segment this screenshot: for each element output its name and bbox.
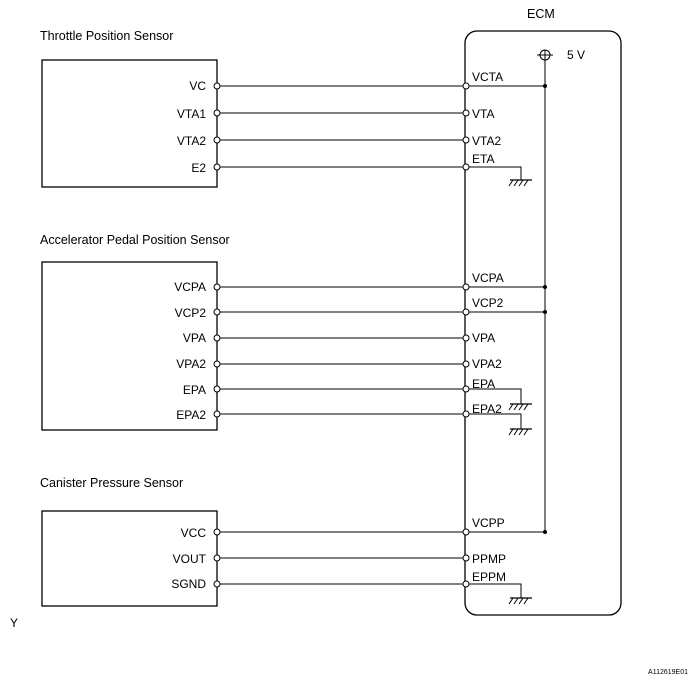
ecm-terminal bbox=[462, 163, 470, 171]
ecm-pin-vpa: VPA bbox=[472, 331, 495, 345]
ground-icon bbox=[469, 388, 532, 411]
pin-label-vpa2: VPA2 bbox=[176, 357, 206, 371]
wires bbox=[213, 82, 547, 588]
pin-label-e2: E2 bbox=[191, 161, 206, 175]
sensor-terminal bbox=[213, 385, 221, 393]
ground-symbols bbox=[469, 166, 532, 605]
pin-label-sgnd: SGND bbox=[171, 577, 206, 591]
pin-label-vcp2: VCP2 bbox=[175, 306, 207, 320]
ground-icon bbox=[469, 583, 532, 605]
sensor-terminal bbox=[213, 109, 221, 117]
junction-dot bbox=[543, 310, 547, 314]
ecm-pin-eta: ETA bbox=[472, 152, 494, 166]
ecm-pin-vcpp: VCPP bbox=[472, 516, 505, 530]
ecm-terminal bbox=[462, 109, 470, 117]
ecm-title: ECM bbox=[527, 7, 555, 21]
wire-epa-epa bbox=[213, 385, 470, 393]
pin-label-vpa: VPA bbox=[183, 331, 206, 345]
corner-mark: Y bbox=[10, 616, 18, 630]
junction-dot bbox=[543, 530, 547, 534]
junction-dot bbox=[543, 285, 547, 289]
pin-label-epa: EPA bbox=[183, 383, 206, 397]
wire-vout-ppmp bbox=[213, 554, 470, 562]
sensor-title-accelerator: Accelerator Pedal Position Sensor bbox=[40, 233, 230, 247]
ecm-terminal bbox=[462, 410, 470, 418]
ecm-pin-ppmp: PPMP bbox=[472, 552, 506, 566]
ecm-terminal bbox=[462, 385, 470, 393]
supply-label: 5 V bbox=[567, 48, 585, 62]
sensor-terminal bbox=[213, 580, 221, 588]
ecm-pin-vcta: VCTA bbox=[472, 70, 503, 84]
ecm-terminal bbox=[462, 283, 470, 291]
ecm-terminal bbox=[462, 554, 470, 562]
pin-label-vout: VOUT bbox=[173, 552, 207, 566]
sensor-terminal bbox=[213, 82, 221, 90]
ecm-pin-vta2: VTA2 bbox=[472, 134, 501, 148]
ecm-pin-eppm: EPPM bbox=[472, 570, 506, 584]
wire-sgnd-eppm bbox=[213, 580, 470, 588]
pin-label-vc: VC bbox=[189, 79, 206, 93]
ecm-terminal bbox=[462, 136, 470, 144]
sensor-terminal bbox=[213, 528, 221, 536]
ecm-pin-epa2: EPA2 bbox=[472, 402, 502, 416]
ecm-terminal bbox=[462, 334, 470, 342]
sensor-terminal bbox=[213, 136, 221, 144]
pin-label-vta2: VTA2 bbox=[177, 134, 206, 148]
sensor-title-throttle: Throttle Position Sensor bbox=[40, 29, 173, 43]
sensor-terminal bbox=[213, 360, 221, 368]
pin-label-vcpa: VCPA bbox=[174, 280, 206, 294]
ecm-box bbox=[464, 30, 622, 616]
ecm-terminal bbox=[462, 580, 470, 588]
ecm-pin-vpa2: VPA2 bbox=[472, 357, 502, 371]
supply-symbol bbox=[537, 49, 553, 61]
pin-label-vta1: VTA1 bbox=[177, 107, 206, 121]
pin-label-vcc: VCC bbox=[181, 526, 207, 540]
ecm-terminal bbox=[462, 82, 470, 90]
ground-icon bbox=[469, 413, 532, 436]
ecm-pin-epa: EPA bbox=[472, 377, 495, 391]
sensor-title-canister: Canister Pressure Sensor bbox=[40, 476, 183, 490]
ground-icon bbox=[469, 166, 532, 187]
wire-e2-eta bbox=[213, 163, 470, 171]
ecm-pin-vcpa: VCPA bbox=[472, 271, 504, 285]
ecm-terminal bbox=[462, 360, 470, 368]
sensor-terminal bbox=[213, 163, 221, 171]
figure-id: A112619E01 bbox=[648, 669, 688, 676]
sensor-terminal bbox=[213, 283, 221, 291]
ecm-terminal bbox=[462, 528, 470, 536]
ecm-pin-vcp2: VCP2 bbox=[472, 296, 504, 310]
wire-vpa2-vpa2 bbox=[213, 360, 470, 368]
pin-label-epa2: EPA2 bbox=[176, 408, 206, 422]
sensor-terminal bbox=[213, 410, 221, 418]
wire-vcpa-vcpa bbox=[213, 283, 547, 291]
ecm-terminal bbox=[462, 308, 470, 316]
sensor-terminal bbox=[213, 554, 221, 562]
sensor-terminal bbox=[213, 334, 221, 342]
sensor-box-accelerator bbox=[41, 261, 218, 431]
wire-epa2-epa2 bbox=[213, 410, 470, 418]
wire-vcc-vcpp bbox=[213, 528, 547, 536]
wire-vta1-vta bbox=[213, 109, 470, 117]
wire-vc-vcta bbox=[213, 82, 547, 90]
wire-vpa-vpa bbox=[213, 334, 470, 342]
junction-dot bbox=[543, 84, 547, 88]
sensor-terminal bbox=[213, 308, 221, 316]
sensor-box-throttle bbox=[41, 59, 218, 188]
ecm-pin-vta: VTA bbox=[472, 107, 494, 121]
wire-vcp2-vcp2 bbox=[213, 308, 547, 316]
wire-vta2-vta2 bbox=[213, 136, 470, 144]
